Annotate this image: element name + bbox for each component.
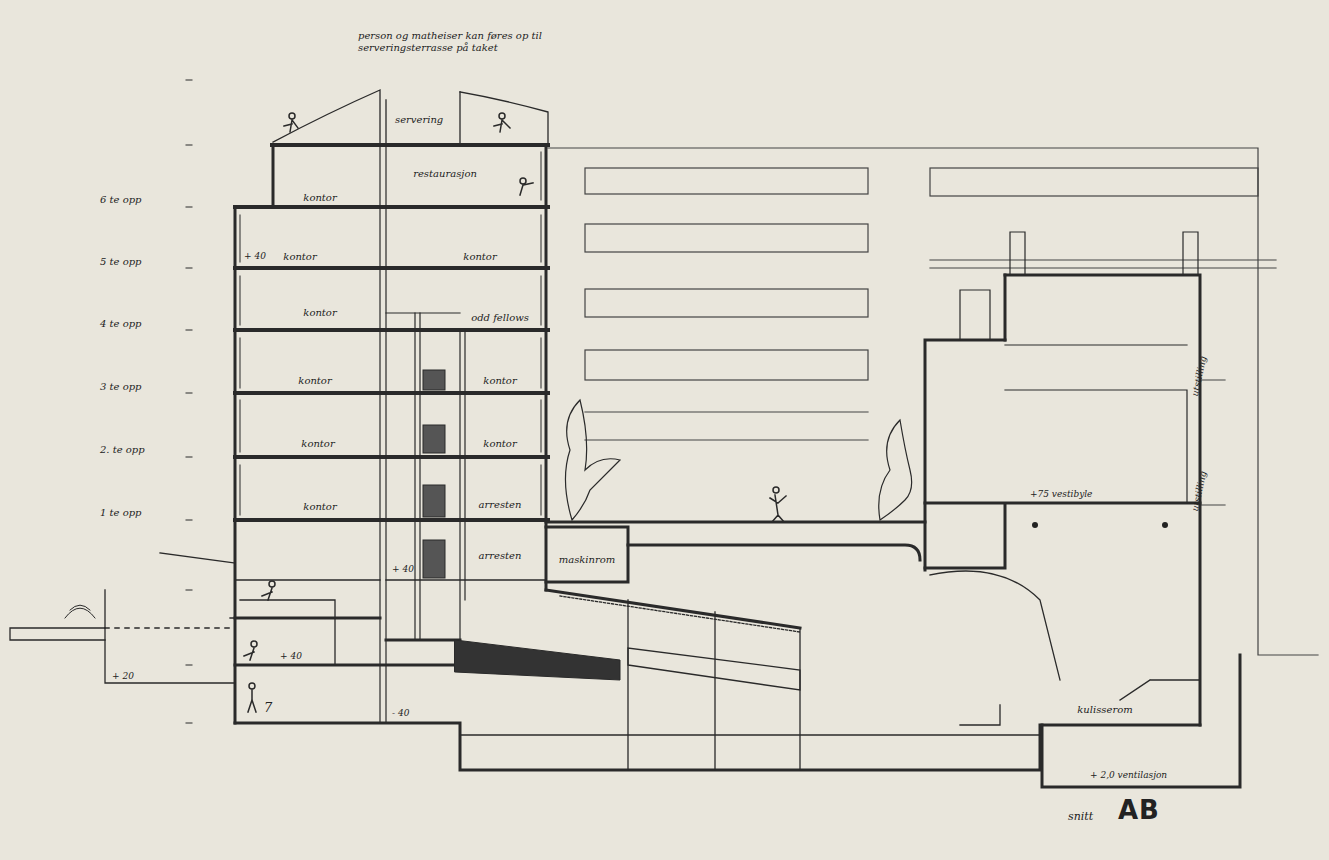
room-name: kulisserom	[1077, 704, 1132, 716]
facade-note: utstilling	[1190, 470, 1209, 512]
room-name: arresten	[479, 550, 522, 562]
note: person og matheiser kan føres op til ser…	[358, 30, 568, 54]
floor-label: 6 te opp	[100, 194, 141, 206]
callout-number: 7	[264, 700, 272, 716]
level-mark: + 40	[280, 651, 302, 662]
room-name: kontor	[483, 375, 516, 387]
room-name: kontor	[483, 438, 516, 450]
level-mark: + 2,0 ventilasjon	[1090, 770, 1167, 781]
room-name: maskinrom	[559, 554, 616, 566]
room: kontor	[465, 395, 544, 455]
level-mark: + 40	[392, 564, 414, 575]
room: kontor	[386, 209, 544, 266]
room: kontor	[238, 270, 380, 328]
floor-label: 4 te opp	[100, 318, 141, 330]
room: kontor	[465, 332, 544, 391]
floor-label: 5 te opp	[100, 256, 141, 268]
room: kontor	[238, 332, 380, 391]
room-name: arresten	[479, 499, 522, 511]
room-name: kontor	[303, 192, 336, 204]
facade-note: utstilling	[1190, 355, 1209, 397]
level-mark: + 20	[112, 671, 134, 682]
room-name: servering	[395, 114, 443, 126]
room-name: odd fellows	[471, 312, 529, 324]
room-name: kontor	[463, 251, 496, 263]
level-mark: + 40	[244, 251, 266, 262]
floor-label: 1 te opp	[100, 507, 141, 519]
room-name: kontor	[303, 307, 336, 319]
room: kontor	[238, 395, 380, 455]
room-name: kontor	[303, 501, 336, 513]
room-name: restaurasjon	[413, 168, 477, 180]
room: arresten	[465, 522, 544, 578]
room: kontor	[238, 459, 380, 518]
level-mark: +75 vestibyle	[1030, 489, 1092, 500]
room-name: kontor	[301, 438, 334, 450]
floor-label: 2. te opp	[100, 444, 145, 456]
room: odd fellows	[465, 270, 544, 328]
room: kontor	[273, 147, 380, 205]
floor-label: 3 te opp	[100, 381, 141, 393]
level-mark: - 40	[392, 708, 409, 719]
room-name: kontor	[283, 251, 316, 263]
section-name: AB	[1118, 795, 1160, 826]
room: maskinrom	[548, 529, 626, 580]
room: kulisserom	[1008, 506, 1198, 723]
room-name: kontor	[298, 375, 331, 387]
caption-word: snitt	[1068, 810, 1093, 823]
room: arresten	[465, 459, 544, 518]
room: restaurasjon	[386, 147, 544, 205]
